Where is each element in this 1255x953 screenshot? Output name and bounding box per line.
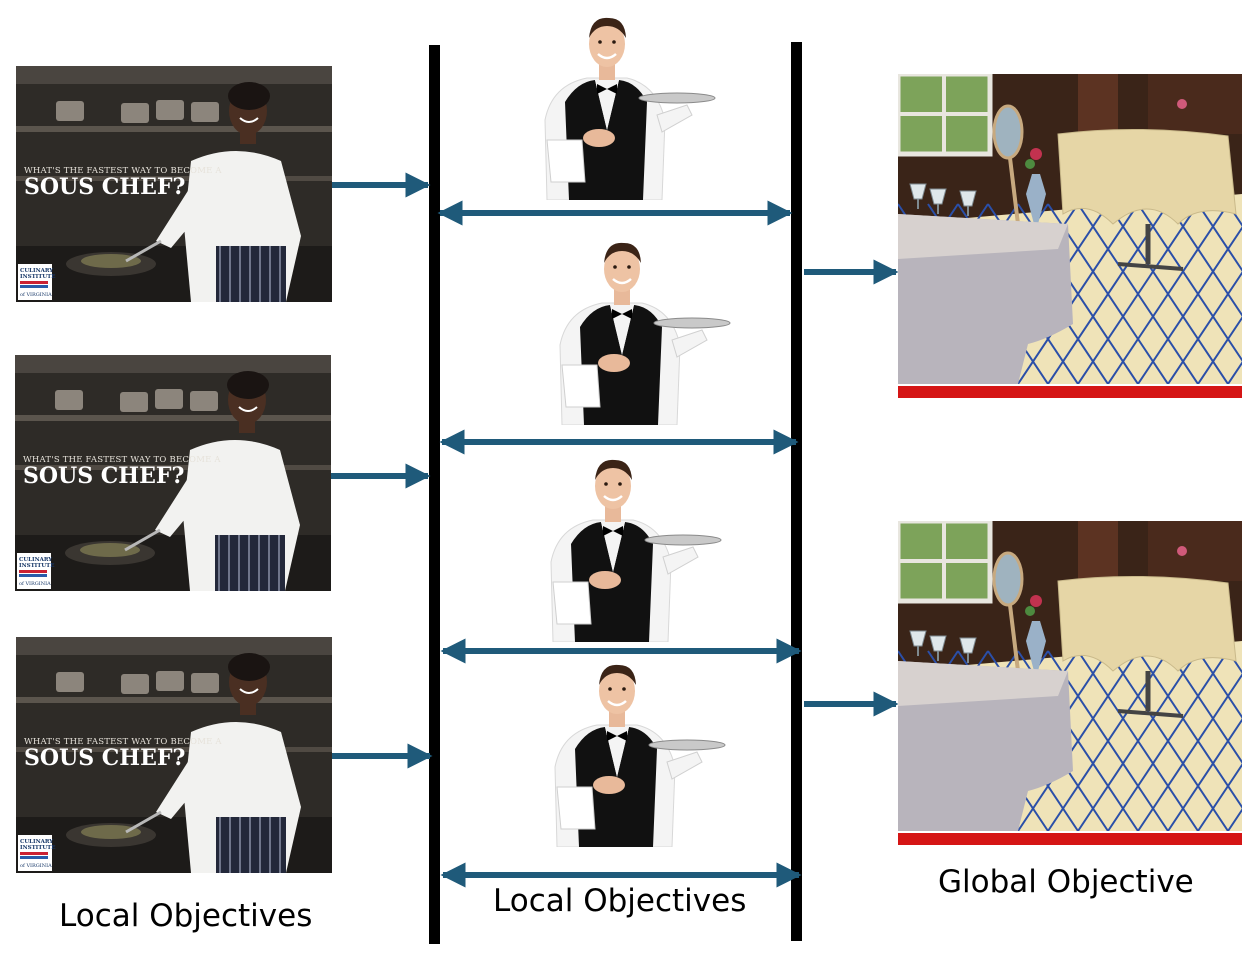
- svg-text:INSTITUTE: INSTITUTE: [19, 563, 54, 569]
- waiter-image-4: [554, 664, 726, 847]
- svg-text:CULINARY: CULINARY: [20, 839, 53, 845]
- svg-text:WHAT'S THE FASTEST WAY TO BECO: WHAT'S THE FASTEST WAY TO BECOME A: [23, 455, 221, 465]
- right-label-global-objective: Global Objective: [938, 864, 1194, 900]
- svg-text:SOUS CHEF?: SOUS CHEF?: [24, 745, 185, 771]
- restaurant-image-2: [898, 521, 1242, 847]
- svg-text:of VIRGINIA: of VIRGINIA: [20, 863, 52, 869]
- svg-text:SOUS CHEF?: SOUS CHEF?: [23, 463, 184, 489]
- svg-text:of VIRGINIA: of VIRGINIA: [19, 581, 51, 587]
- restaurant-image-1: [898, 74, 1242, 400]
- svg-text:WHAT'S THE FASTEST WAY TO BECO: WHAT'S THE FASTEST WAY TO BECOME A: [24, 166, 222, 176]
- svg-text:WHAT'S THE FASTEST WAY TO BECO: WHAT'S THE FASTEST WAY TO BECOME A: [24, 737, 222, 747]
- waiter-image-1: [544, 17, 716, 200]
- svg-text:SOUS CHEF?: SOUS CHEF?: [24, 174, 185, 200]
- left-label-local-objectives: Local Objectives: [59, 898, 313, 934]
- svg-text:of VIRGINIA: of VIRGINIA: [20, 292, 52, 298]
- left-vertical-bar: [429, 45, 440, 944]
- waiter-image-3: [550, 459, 722, 642]
- svg-text:CULINARY: CULINARY: [20, 268, 53, 274]
- svg-text:INSTITUTE: INSTITUTE: [20, 845, 55, 851]
- right-vertical-bar: [791, 42, 802, 941]
- svg-text:INSTITUTE: INSTITUTE: [20, 274, 55, 280]
- waiter-image-2: [559, 242, 731, 425]
- svg-text:CULINARY: CULINARY: [19, 557, 52, 563]
- middle-label-local-objectives: Local Objectives: [493, 883, 747, 919]
